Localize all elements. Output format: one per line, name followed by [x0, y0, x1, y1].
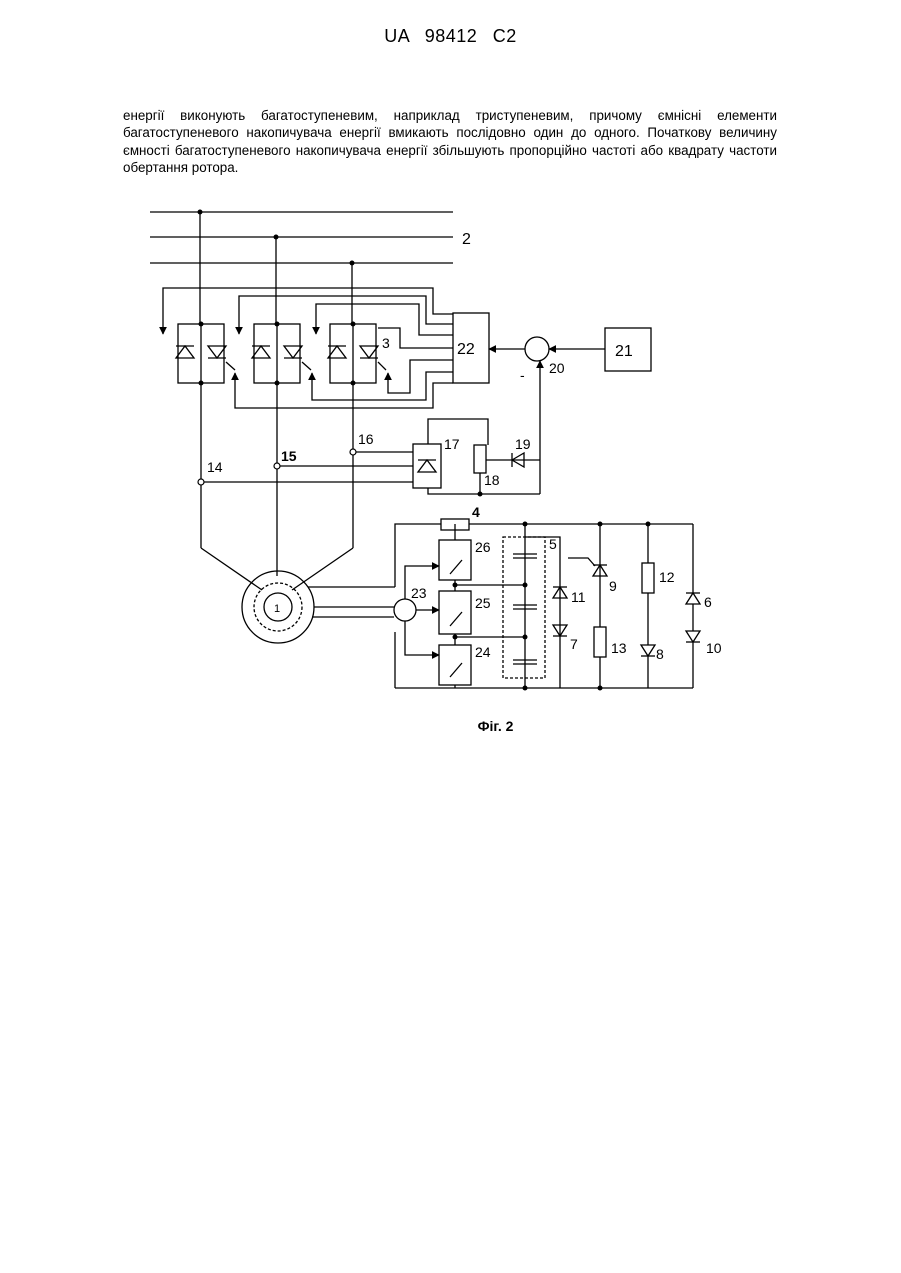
resistor-13 [594, 627, 606, 657]
label-11: 11 [571, 589, 586, 605]
label-7: 7 [570, 636, 578, 652]
gate-control-lines [163, 288, 453, 408]
label-5: 5 [549, 536, 557, 552]
resistor-18 [474, 445, 486, 473]
figure-caption: Фіг. 2 [0, 718, 901, 734]
label-10: 10 [706, 640, 722, 656]
switch-26 [439, 540, 471, 580]
label-3: 3 [382, 335, 390, 351]
resistor-12 [642, 563, 654, 593]
label-1: 1 [274, 603, 280, 615]
minus-sign: - [520, 367, 525, 383]
label-26: 26 [475, 539, 491, 555]
diode-6 [686, 593, 700, 604]
label-18: 18 [484, 472, 500, 488]
label-2: 2 [462, 231, 471, 248]
label-16: 16 [358, 431, 374, 447]
thyristor-cell-2 [252, 324, 302, 383]
label-12: 12 [659, 569, 675, 585]
switch-25 [439, 591, 471, 634]
label-4: 4 [472, 504, 480, 520]
label-23: 23 [411, 585, 427, 601]
circuit-diagram: 1 2 3 4 5 6 7 8 9 10 11 12 13 14 15 16 1… [0, 0, 901, 760]
label-24: 24 [475, 644, 491, 660]
label-22: 22 [457, 341, 475, 358]
label-17: 17 [444, 436, 460, 452]
label-6: 6 [704, 594, 712, 610]
label-20: 20 [549, 360, 565, 376]
label-14: 14 [207, 459, 223, 475]
phase-lines [201, 383, 413, 590]
storage-section [395, 519, 700, 688]
comparator-20 [525, 337, 549, 361]
label-25: 25 [475, 595, 491, 611]
converter-23 [394, 599, 416, 621]
thyristor-cell-3 [328, 324, 378, 383]
label-8: 8 [656, 646, 664, 662]
network-bus [150, 212, 453, 324]
label-19: 19 [515, 436, 531, 452]
switch-24 [439, 645, 471, 685]
label-21: 21 [615, 343, 633, 360]
label-9: 9 [609, 578, 617, 594]
diode-10 [686, 631, 700, 642]
label-13: 13 [611, 640, 627, 656]
thyristor-8 [641, 645, 655, 656]
rectifier-17 [413, 444, 441, 488]
thyristor-cell-1 [176, 324, 226, 383]
label-15: 15 [281, 448, 297, 464]
